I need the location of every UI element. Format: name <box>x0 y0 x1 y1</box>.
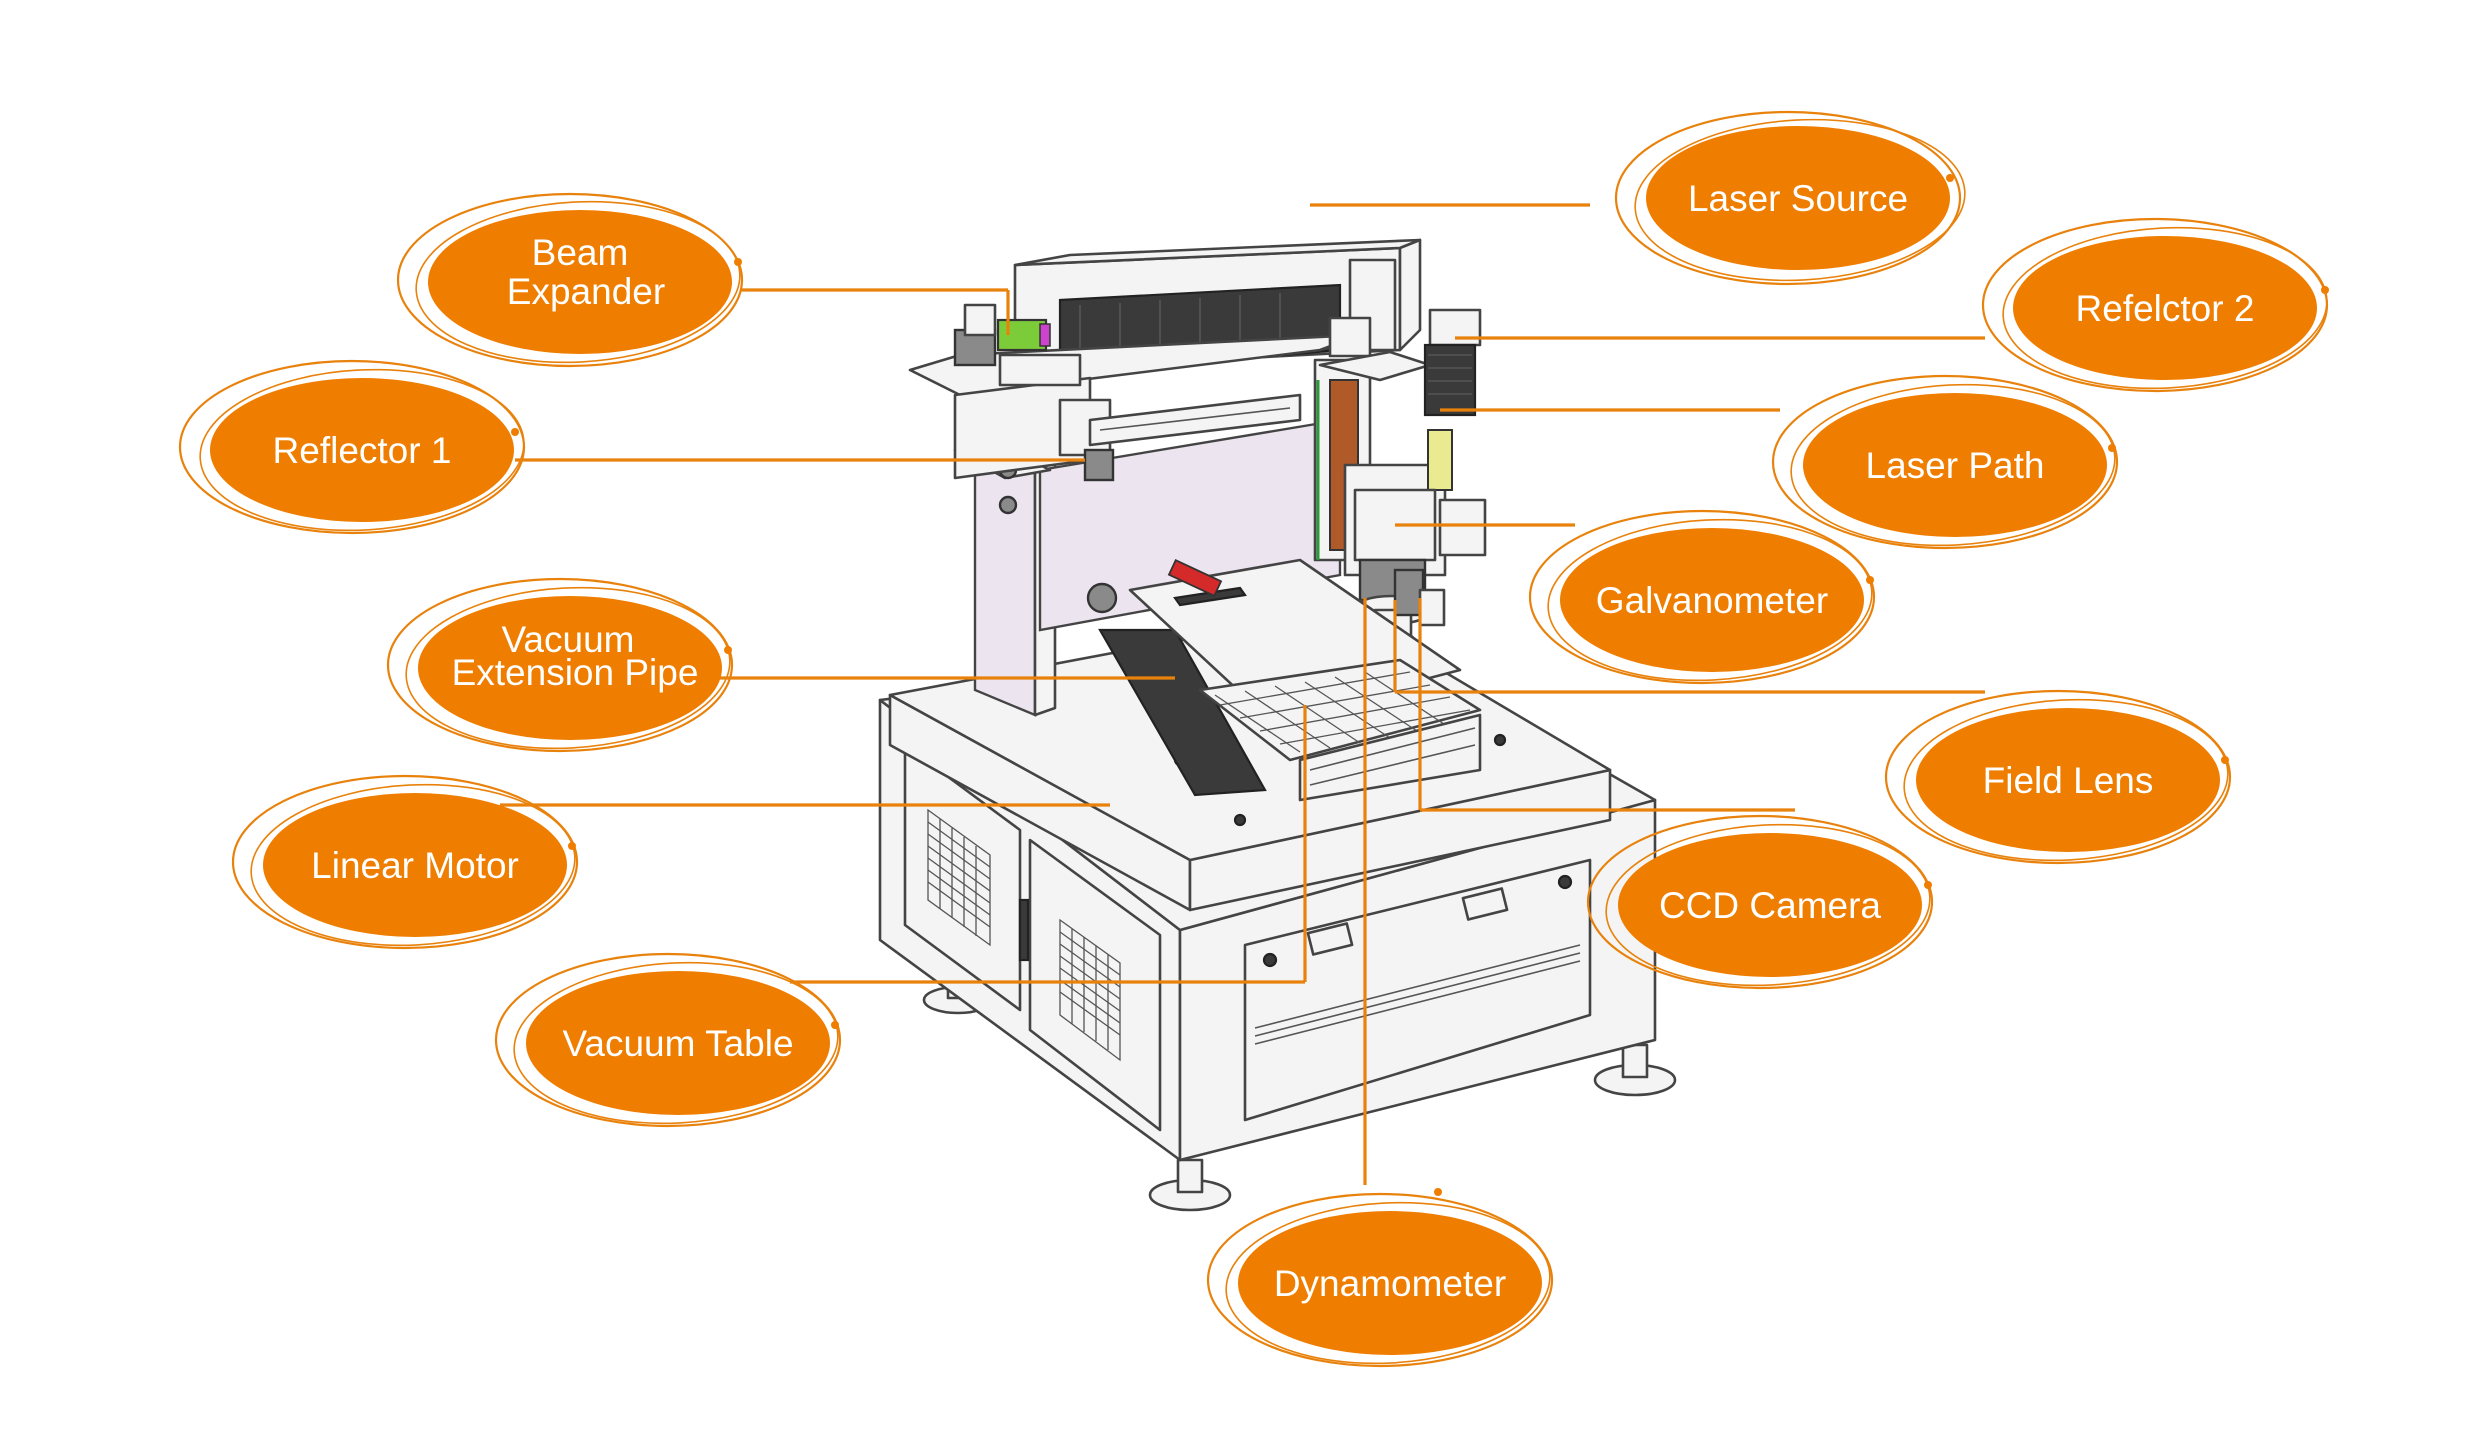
label-reflector-1: Reflector 1 <box>273 430 452 471</box>
leader-lines <box>500 203 1985 1185</box>
callout-linear-motor: Linear Motor <box>231 774 579 950</box>
callout-galvanometer: Galvanometer <box>1528 509 1876 685</box>
label-ccd-camera: CCD Camera <box>1659 885 1881 926</box>
label-galvanometer: Galvanometer <box>1596 580 1828 621</box>
vacuum-table-mesh <box>1214 671 1471 753</box>
cabinet-grille-left <box>927 808 991 947</box>
callout-dynamometer: Dynamometer <box>1206 1188 1554 1368</box>
label-laser-path: Laser Path <box>1866 445 2045 486</box>
callout-laser-path: Laser Path <box>1771 374 2119 550</box>
label-vacuum-pipe-line2: Extension Pipe <box>452 652 699 693</box>
label-linear-motor: Linear Motor <box>311 845 519 886</box>
label-reflector-2: Refelctor 2 <box>2076 288 2255 329</box>
callout-reflector-2: Refelctor 2 <box>1981 217 2329 393</box>
optics-platform <box>908 303 1362 482</box>
label-laser-source: Laser Source <box>1688 178 1908 219</box>
callout-beam-expander: Beam Expander <box>396 192 744 368</box>
callout-ccd-camera: CCD Camera <box>1586 814 1934 990</box>
label-vacuum-table: Vacuum Table <box>562 1023 793 1064</box>
label-vacuum-pipe-line1: Vacuum <box>502 619 635 660</box>
callout-vacuum-extension-pipe: Vacuum Extension Pipe <box>386 577 734 753</box>
callout-vacuum-table: Vacuum Table <box>494 952 842 1128</box>
label-dynamometer: Dynamometer <box>1274 1263 1506 1304</box>
label-field-lens: Field Lens <box>1983 760 2154 801</box>
callout-field-lens: Field Lens <box>1884 689 2232 865</box>
callout-reflector-1: Reflector 1 <box>178 359 526 535</box>
vacuum-table-stage <box>1098 558 1482 802</box>
label-beam-expander-line2: Expander <box>507 271 665 312</box>
beam-expander-part <box>996 318 1048 352</box>
callout-laser-source: Laser Source <box>1614 110 1966 286</box>
machine-illustration <box>878 238 1677 1212</box>
label-beam-expander-line1: Beam <box>532 232 629 273</box>
